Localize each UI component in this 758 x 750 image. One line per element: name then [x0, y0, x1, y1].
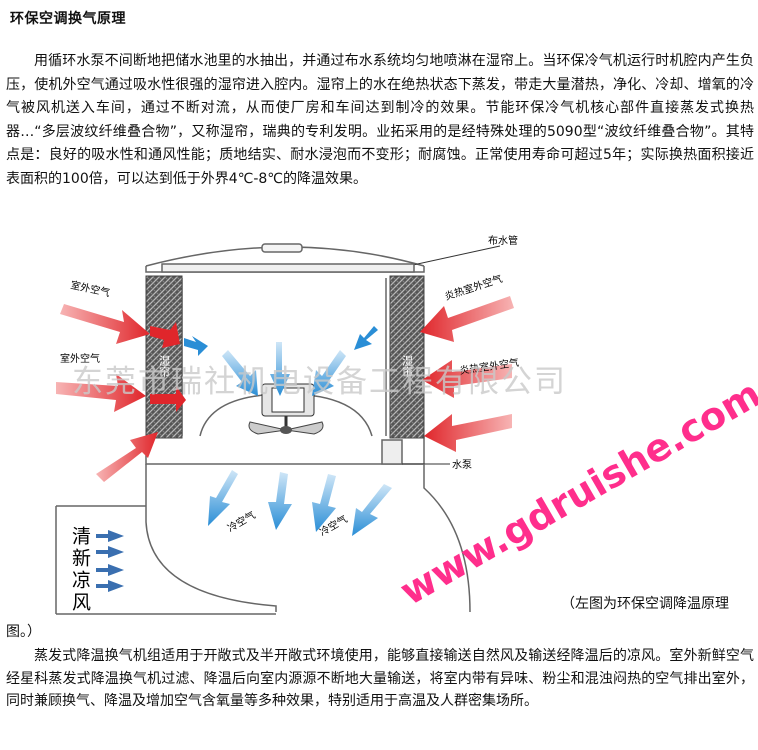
label-cool-air-1: 冷空气	[225, 508, 257, 534]
cooling-principle-diagram: 湿帘 湿帘	[0, 226, 758, 621]
diagram-caption-end: 图。）	[6, 624, 41, 640]
cool-air-arrows-outlet	[208, 470, 392, 536]
label-fresh-cool-wind: 清新凉风	[69, 526, 91, 614]
body-paragraph: 蒸发式降温换气机组适用于开敞式及半开敞式环境使用，能够直接输送自然风及输送经降温…	[6, 648, 754, 709]
label-water-pipe: 布水管	[488, 234, 518, 247]
diagram-svg: 湿帘 湿帘	[55, 234, 758, 615]
article-title: 环保空调换气原理	[10, 11, 126, 27]
wet-pad-right	[389, 275, 425, 439]
cool-air-arrows-inside	[184, 326, 378, 396]
pad-left-label: 湿帘	[158, 355, 171, 378]
fan-icon	[248, 383, 324, 435]
pad-right-label: 湿帘	[401, 355, 414, 378]
watermark-company: 东莞市瑞社机电设备工程有限公司	[72, 364, 567, 400]
intro-paragraph: 用循环水泵不间断地把储水池里的水抽出，并通过布水系统均匀地喷淋在湿帘上。当环保冷…	[6, 53, 754, 187]
label-hot-air-1: 炎热室外空气	[443, 272, 504, 303]
hot-air-arrows-right	[420, 296, 514, 452]
label-outdoor-air-2: 室外空气	[60, 352, 100, 365]
label-pump: 水泵	[452, 459, 472, 471]
label-outdoor-air-1: 室外空气	[69, 278, 111, 299]
fresh-air-arrows	[96, 530, 124, 592]
watermark-url: www.gdruishe.com	[393, 371, 758, 613]
diagram-caption: （左图为环保空调降温原理	[561, 596, 729, 612]
hot-air-arrows-left	[56, 304, 186, 482]
